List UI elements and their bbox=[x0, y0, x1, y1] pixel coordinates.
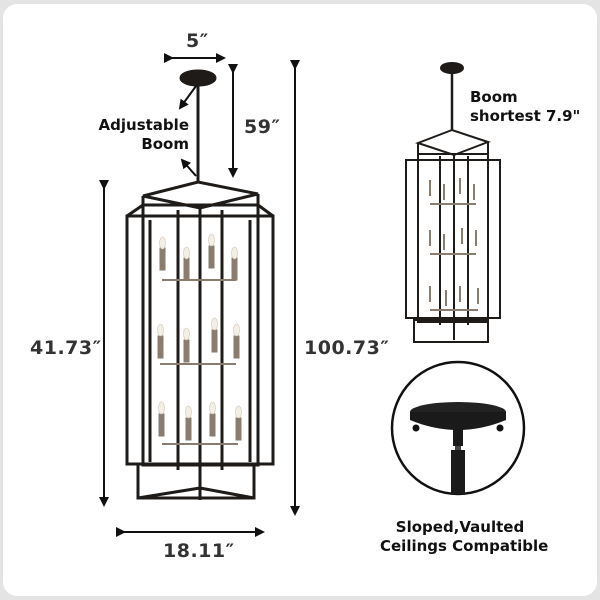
body-width-label: 18.11″ bbox=[163, 540, 235, 562]
candle-tiers bbox=[157, 245, 242, 445]
boom-shortest-callout: Boom shortest 7.9" bbox=[470, 88, 580, 126]
boom-length-label: 59″ bbox=[244, 116, 281, 138]
overall-height-label: 100.73″ bbox=[304, 337, 390, 359]
boom-shortest-line2: shortest 7.9" bbox=[470, 107, 581, 125]
sloped-ceiling-line2: Ceilings Compatible bbox=[380, 537, 549, 555]
adjustable-boom-line2: Boom bbox=[141, 135, 189, 153]
candle-tier-bottom bbox=[158, 413, 242, 445]
sloped-ceiling-line1: Sloped,Vaulted bbox=[395, 518, 525, 536]
adjustable-boom-line1: Adjustable bbox=[98, 116, 189, 134]
body-height-label: 41.73″ bbox=[30, 337, 102, 359]
boom-pointer-lower bbox=[180, 158, 197, 177]
candle-tier-top bbox=[159, 245, 238, 281]
canopy-detail-circle bbox=[390, 360, 526, 496]
canopy-width-label: 5″ bbox=[186, 30, 209, 52]
adjustable-boom-callout: Adjustable Boom bbox=[96, 116, 189, 154]
boom-pointer-upper bbox=[178, 85, 197, 110]
boom-shortest-line1: Boom bbox=[470, 88, 518, 106]
sloped-ceiling-callout: Sloped,Vaulted Ceilings Compatible bbox=[380, 518, 549, 556]
main-chandelier bbox=[125, 69, 275, 500]
short-boom-chandelier bbox=[405, 62, 501, 343]
